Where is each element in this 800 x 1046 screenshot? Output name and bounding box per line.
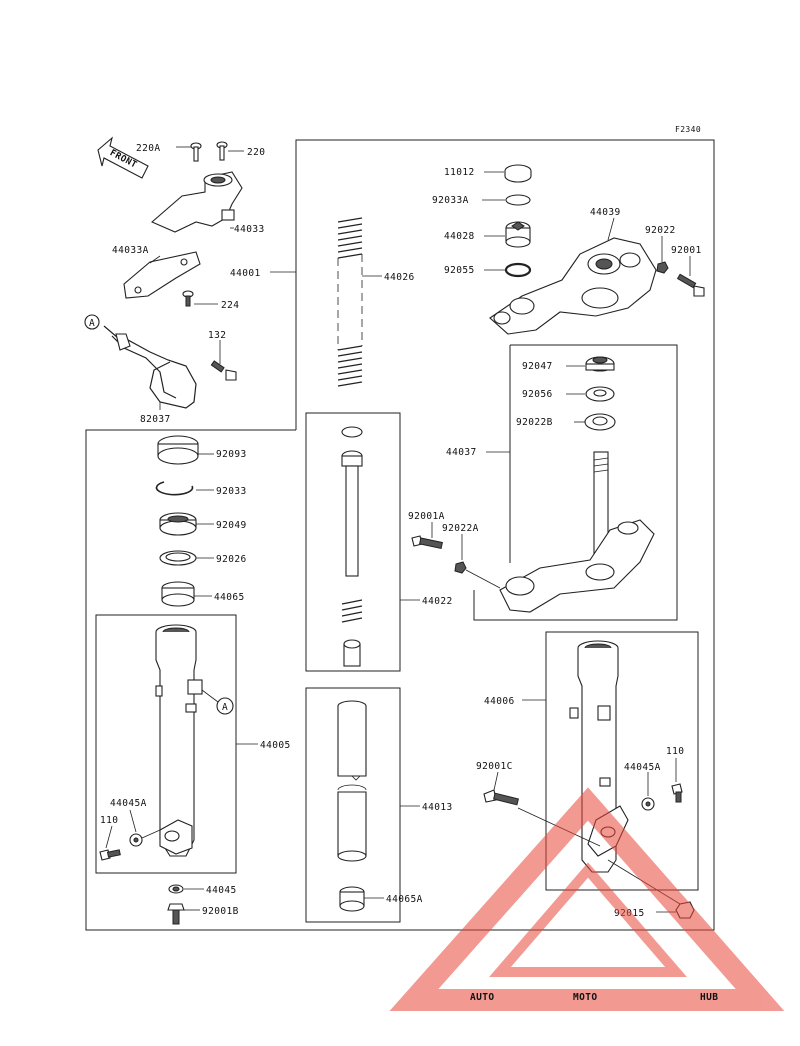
cap-bolt-44028 <box>505 221 531 248</box>
cap-11012 <box>504 164 532 183</box>
automotohub-watermark <box>389 787 785 1011</box>
outer-tube-44005 <box>155 624 203 857</box>
label-44006: 44006 <box>484 696 515 707</box>
label-44039: 44039 <box>590 207 621 218</box>
bushing-44065A <box>339 886 365 912</box>
figure-id: F2340 <box>675 125 701 134</box>
washer-92056 <box>585 386 615 402</box>
label-44026: 44026 <box>384 272 415 283</box>
label-92022: 92022 <box>645 225 676 236</box>
label-92001: 92001 <box>671 245 702 256</box>
label-92001A: 92001A <box>408 511 445 522</box>
label-110-left: 110 <box>100 815 118 826</box>
label-92056: 92056 <box>522 389 553 400</box>
oring-92055 <box>504 262 532 278</box>
label-92001B: 92001B <box>202 906 239 917</box>
bushing-44065 <box>161 581 195 607</box>
bolt-92001C-icon <box>483 789 519 806</box>
label-44045A-right: 44045A <box>624 762 661 773</box>
nut-92022-icon <box>656 261 669 274</box>
label-92022B: 92022B <box>516 417 553 428</box>
label-92001C: 92001C <box>476 761 513 772</box>
label-92033: 92033 <box>216 486 247 497</box>
label-44045A-left: 44045A <box>110 798 147 809</box>
ref-mark-a-top <box>84 314 100 330</box>
ref-mark-a-fork-label: A <box>222 702 228 713</box>
label-82037: 82037 <box>140 414 171 425</box>
bolt-224-icon <box>182 290 194 307</box>
automotohub-logo-text: AUTO MOTO HUB <box>470 992 718 1003</box>
bolt-92001B-icon <box>167 903 185 925</box>
assembly-boundary-lines <box>85 139 715 931</box>
bracket-44033 <box>150 171 243 233</box>
circlip-92033A <box>505 194 531 206</box>
label-44037: 44037 <box>446 447 477 458</box>
watermark-moto: MOTO <box>573 992 597 1003</box>
label-220A: 220A <box>136 143 160 154</box>
fork-spring-44026 <box>337 217 363 387</box>
label-44033: 44033 <box>234 224 265 235</box>
label-44065A: 44065A <box>386 894 423 905</box>
label-92047: 92047 <box>522 361 553 372</box>
label-92093: 92093 <box>216 449 247 460</box>
label-220: 220 <box>247 147 265 158</box>
bolt-92001A-icon <box>411 535 443 550</box>
inner-tube-44013 <box>337 700 367 862</box>
label-132: 132 <box>208 330 226 341</box>
seal-92047 <box>585 356 615 372</box>
washer-44045-icon <box>168 884 184 894</box>
label-92022A: 92022A <box>442 523 479 534</box>
bolt-220-icon <box>216 141 228 161</box>
label-44005: 44005 <box>260 740 291 751</box>
ref-mark-a-top-label: A <box>89 318 95 329</box>
label-44065: 44065 <box>214 592 245 603</box>
bolt-110-right-icon <box>671 783 683 803</box>
nut-92022B <box>584 413 616 431</box>
watermark-auto: AUTO <box>470 992 494 1003</box>
nut-92022A-icon <box>454 561 467 574</box>
dust-seal-92093 <box>157 435 199 465</box>
clip-92033 <box>155 481 194 496</box>
label-44001: 44001 <box>230 268 261 279</box>
bolt-110-left-icon <box>99 849 121 861</box>
washer-92026 <box>159 550 197 566</box>
label-44033A: 44033A <box>112 245 149 256</box>
label-224: 224 <box>221 300 239 311</box>
oil-seal-92049 <box>159 512 197 536</box>
label-92033A: 92033A <box>432 195 469 206</box>
watermark-hub: HUB <box>700 992 718 1003</box>
damper-rod-44022 <box>341 426 363 667</box>
label-44022: 44022 <box>422 596 453 607</box>
ref-mark-a-fork <box>216 697 234 715</box>
label-92026: 92026 <box>216 554 247 565</box>
label-44013: 44013 <box>422 802 453 813</box>
bracket-44033A <box>123 251 201 299</box>
label-92055: 92055 <box>444 265 475 276</box>
label-92049: 92049 <box>216 520 247 531</box>
upper-triple-clamp-44039 <box>489 237 657 335</box>
label-11012: 11012 <box>444 167 475 178</box>
label-110-right: 110 <box>666 746 684 757</box>
label-44045: 44045 <box>206 885 237 896</box>
washer-44045A-right-icon <box>641 797 655 811</box>
washer-44045A-left-icon <box>129 833 143 847</box>
hose-guide-82037 <box>103 325 197 409</box>
lower-triple-clamp-44037 <box>499 451 655 613</box>
bolt-92001-icon <box>676 273 705 297</box>
bolt-132-icon <box>210 360 237 381</box>
label-44028: 44028 <box>444 231 475 242</box>
bolt-220A-icon <box>190 142 202 162</box>
